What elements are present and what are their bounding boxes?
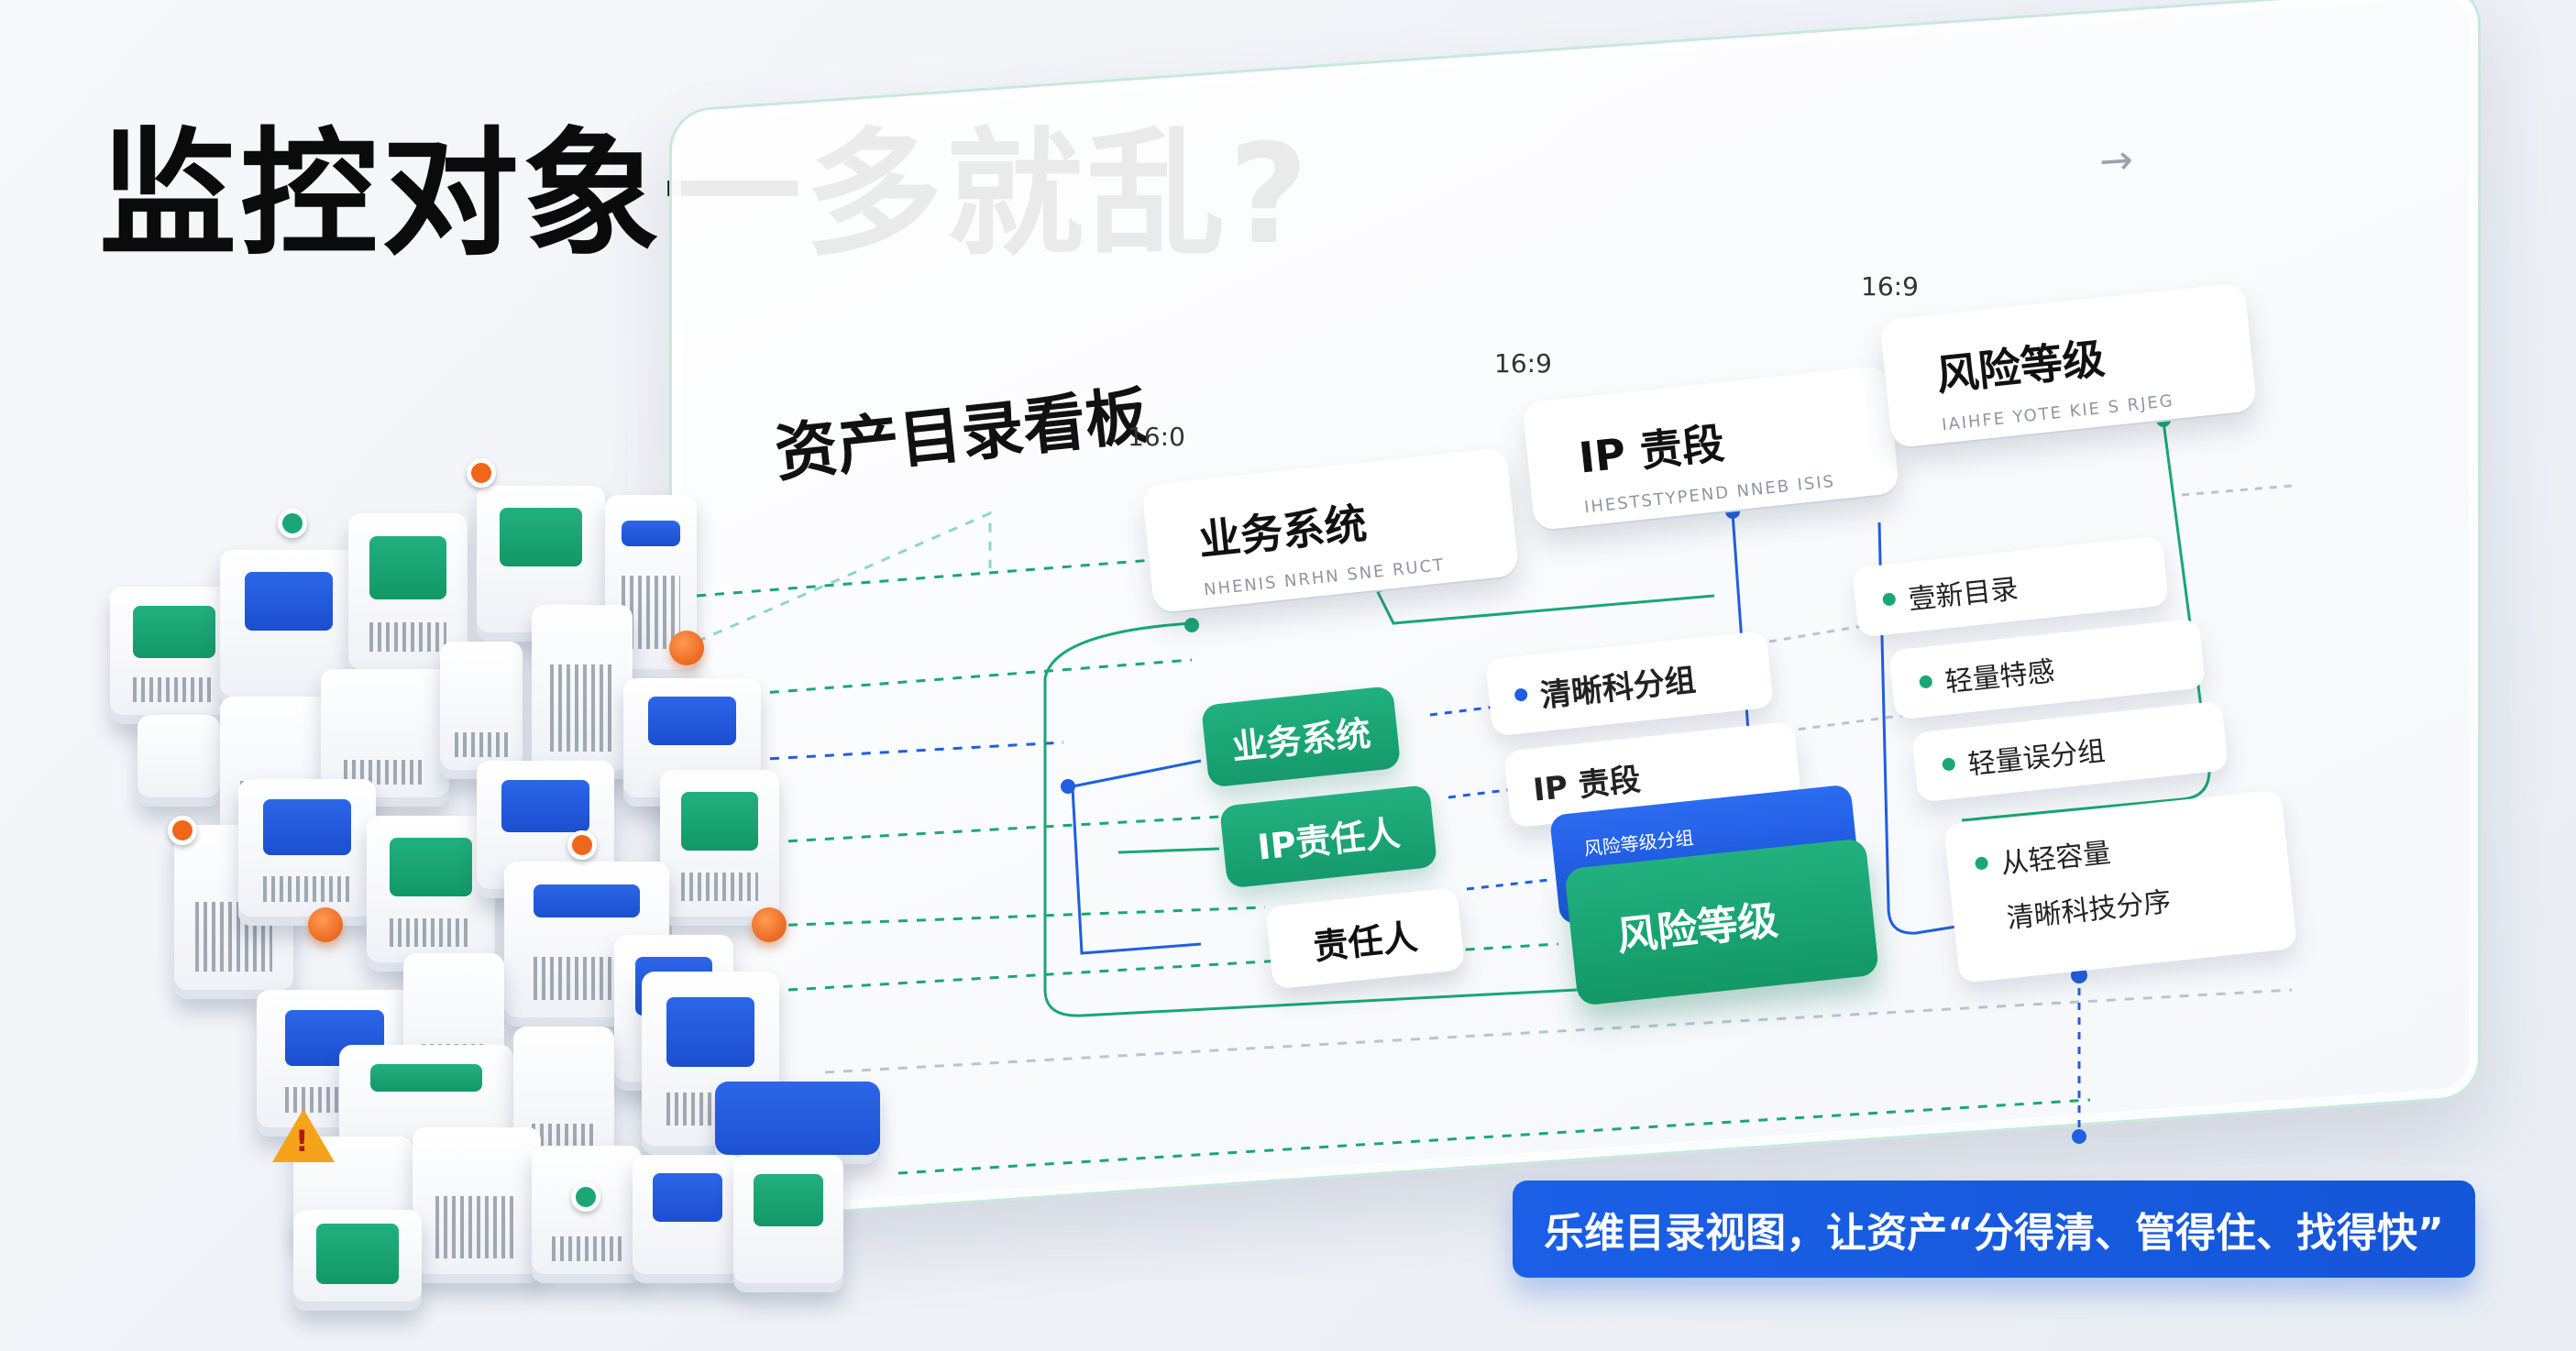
dot-icon <box>1882 592 1897 607</box>
ratio-label: 16:9 <box>1861 271 1919 302</box>
box-device <box>633 1155 743 1283</box>
map-pin-icon <box>168 816 197 845</box>
cta-banner[interactable]: 乐维目录视图，让资产“分得清、管得住、找得快” <box>1513 1181 2475 1278</box>
dot-icon <box>1942 757 1956 772</box>
map-pin-icon <box>567 830 597 860</box>
map-pin-icon <box>278 509 307 538</box>
target-device <box>238 779 376 926</box>
wifi-device <box>348 513 468 678</box>
map-pin-icon <box>571 1182 600 1212</box>
tag-label: 轻量误分组 <box>1966 735 2108 782</box>
scanner-device <box>532 1146 642 1283</box>
barcode-device <box>440 642 523 779</box>
server-end-device <box>733 1155 843 1292</box>
server-device <box>110 587 238 724</box>
warning-triangle-icon <box>272 1109 335 1162</box>
dot-icon <box>1974 856 1989 871</box>
ratio-label: 16:0 <box>1128 422 1185 452</box>
tag-label: IP 责段 <box>1531 761 1643 809</box>
alarm-knob-icon <box>752 907 787 942</box>
tag-line-1: 从轻容量 <box>1999 837 2113 881</box>
map-pin-icon <box>467 458 496 488</box>
dot-icon <box>1514 687 1528 702</box>
warning-mark: ! <box>295 1124 309 1159</box>
tower-device <box>532 605 633 779</box>
mail-device <box>293 1210 422 1311</box>
cabinet-device <box>413 1127 541 1283</box>
tag-label: 轻量特感 <box>1943 655 2057 699</box>
media-device <box>660 770 779 926</box>
camera-device <box>138 715 220 807</box>
device-grid: ! <box>37 458 889 1311</box>
wifi-box-device <box>367 816 495 972</box>
dot-icon <box>1919 675 1933 689</box>
risk-level-card[interactable]: 风险等级分组 风险等级 <box>1549 784 1880 1007</box>
tag-label: 壹新目录 <box>1907 573 2020 617</box>
network-switch-device <box>715 1082 880 1164</box>
joystick-knob-icon <box>308 907 343 942</box>
tag-label: 清晰科分组 <box>1538 661 1698 715</box>
tag-line-2: 清晰科技分序 <box>2005 885 2173 936</box>
alarm-knob-icon <box>669 631 704 665</box>
ratio-label: 16:9 <box>1494 348 1552 379</box>
